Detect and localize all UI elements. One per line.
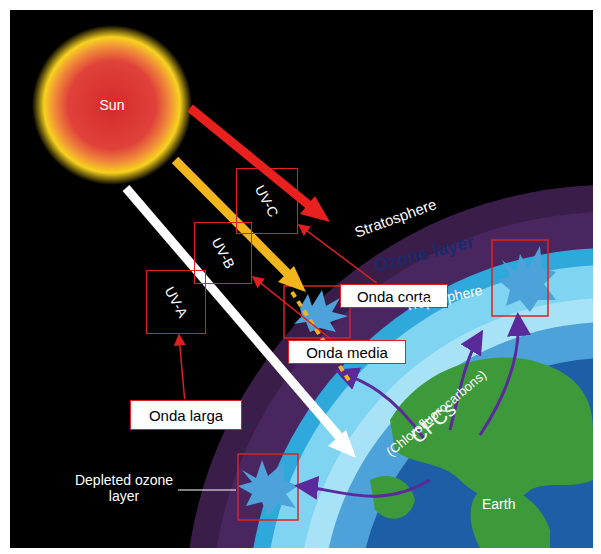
uv-box: UV-A bbox=[146, 270, 206, 334]
connector-layer bbox=[10, 10, 593, 548]
uv-label: UV-C bbox=[252, 182, 282, 219]
uv-label: UV-A bbox=[161, 284, 190, 320]
sun-label: Sun bbox=[100, 97, 125, 113]
background: SunUV-CUV-BUV-AOnda cortaOnda mediaOnda … bbox=[10, 10, 593, 548]
label-box: Onda larga bbox=[130, 400, 242, 430]
box-text: Onda media bbox=[306, 344, 388, 361]
label-box: Onda media bbox=[288, 340, 406, 364]
uv-box: UV-B bbox=[194, 222, 252, 284]
leader-arrow bbox=[179, 335, 185, 399]
callout-label: Depleted ozone layer bbox=[72, 472, 176, 504]
leader-arrow bbox=[253, 277, 331, 339]
box-text: Onda larga bbox=[149, 407, 223, 424]
uv-label: UV-B bbox=[208, 235, 237, 271]
sun-circle: Sun bbox=[62, 80, 162, 130]
earth-label: Earth bbox=[482, 496, 515, 512]
illustration bbox=[10, 10, 593, 548]
uv-box: UV-C bbox=[236, 168, 298, 234]
